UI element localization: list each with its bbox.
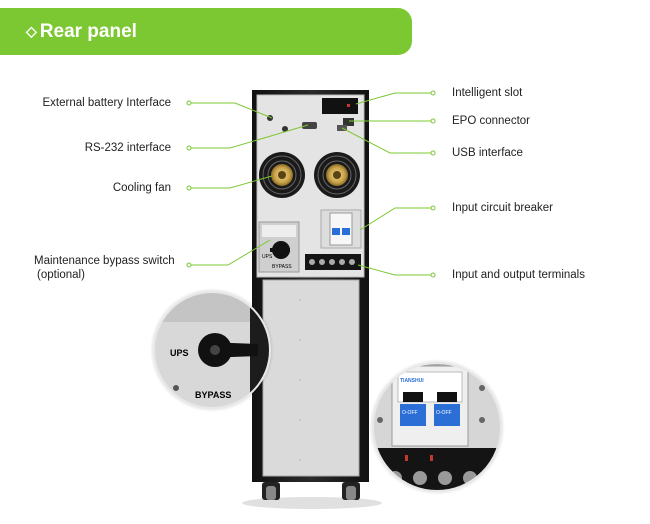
caster-left [262,482,280,500]
label-input-breaker: Input circuit breaker [452,202,553,214]
breaker-off-left-text: O-OFF [402,410,418,416]
label-bypass-switch: Maintenance bypass switch [34,255,175,267]
callout-dots [186,90,436,278]
zoom-bypass-switch: UPS BYPASS [150,288,274,412]
breaker-brand-text: TIANSHUI [400,378,424,384]
label-io-terminals: Input and output terminals [452,269,585,281]
callout-line-rs232 [189,124,309,149]
section-header: ◇ Rear panel [0,8,412,55]
label-epo: EPO connector [452,115,530,127]
epo-port [343,118,354,126]
label-bypass-optional: (optional) [37,269,85,281]
callout-line-external-battery [189,102,273,119]
callout-line-intelligent-slot [355,92,433,105]
callout-line-io-terminals [357,264,433,276]
label-intelligent-slot: Intelligent slot [452,87,523,99]
breaker-off-right-text: O-OFF [436,410,452,416]
cooling-fan-left [259,152,305,198]
label-external-battery: External battery Interface [42,97,171,109]
label-usb: USB interface [452,147,523,159]
ups-cabinet [252,90,369,482]
caster-right [342,482,360,500]
lower-cover [262,279,360,477]
rs232-port [302,122,317,129]
section-title: Rear panel [39,20,137,42]
label-rs232: RS-232 interface [84,142,171,154]
cooling-fan-right [314,152,360,198]
callout-lines [189,92,433,276]
callout-line-input-breaker [359,207,433,231]
callout-line-usb [341,127,433,154]
maintenance-bypass-switch: UPS BYPASS [258,221,300,273]
switch-ups-text: UPS [262,254,273,260]
input-circuit-breaker [320,209,362,249]
zoom-bypass-text: BYPASS [195,390,231,400]
callout-line-cooling-fan [189,175,273,189]
zoom-breaker-terminals: TIANSHUI O-OFF O-OFF [369,359,505,495]
switch-bypass-text: BYPASS [272,264,292,270]
io-terminals [305,254,361,270]
callout-line-bypass-switch [189,239,271,266]
intelligent-slot [322,98,358,114]
diamond-icon: ◇ [26,23,37,39]
label-cooling-fan: Cooling fan [112,182,171,194]
zoom-ups-text: UPS [170,348,189,358]
